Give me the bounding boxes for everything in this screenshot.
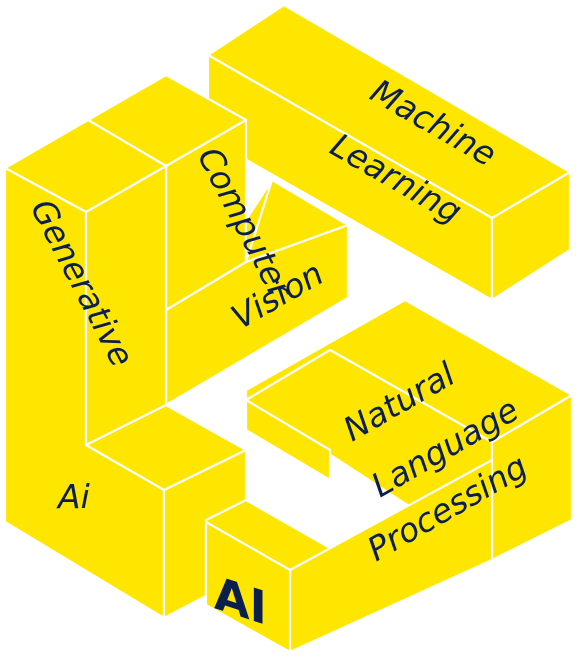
computer-vision-block bbox=[86, 73, 350, 407]
machine-learning-block bbox=[206, 3, 572, 302]
ml-right-face bbox=[490, 170, 572, 302]
nlp-step bbox=[244, 398, 332, 482]
nlp-block bbox=[204, 298, 574, 654]
generative-ai-label: Ai bbox=[56, 477, 90, 516]
cv-arm-inner bbox=[244, 178, 274, 264]
cv-arm-front bbox=[164, 223, 350, 407]
nlp-end-face bbox=[204, 520, 292, 654]
